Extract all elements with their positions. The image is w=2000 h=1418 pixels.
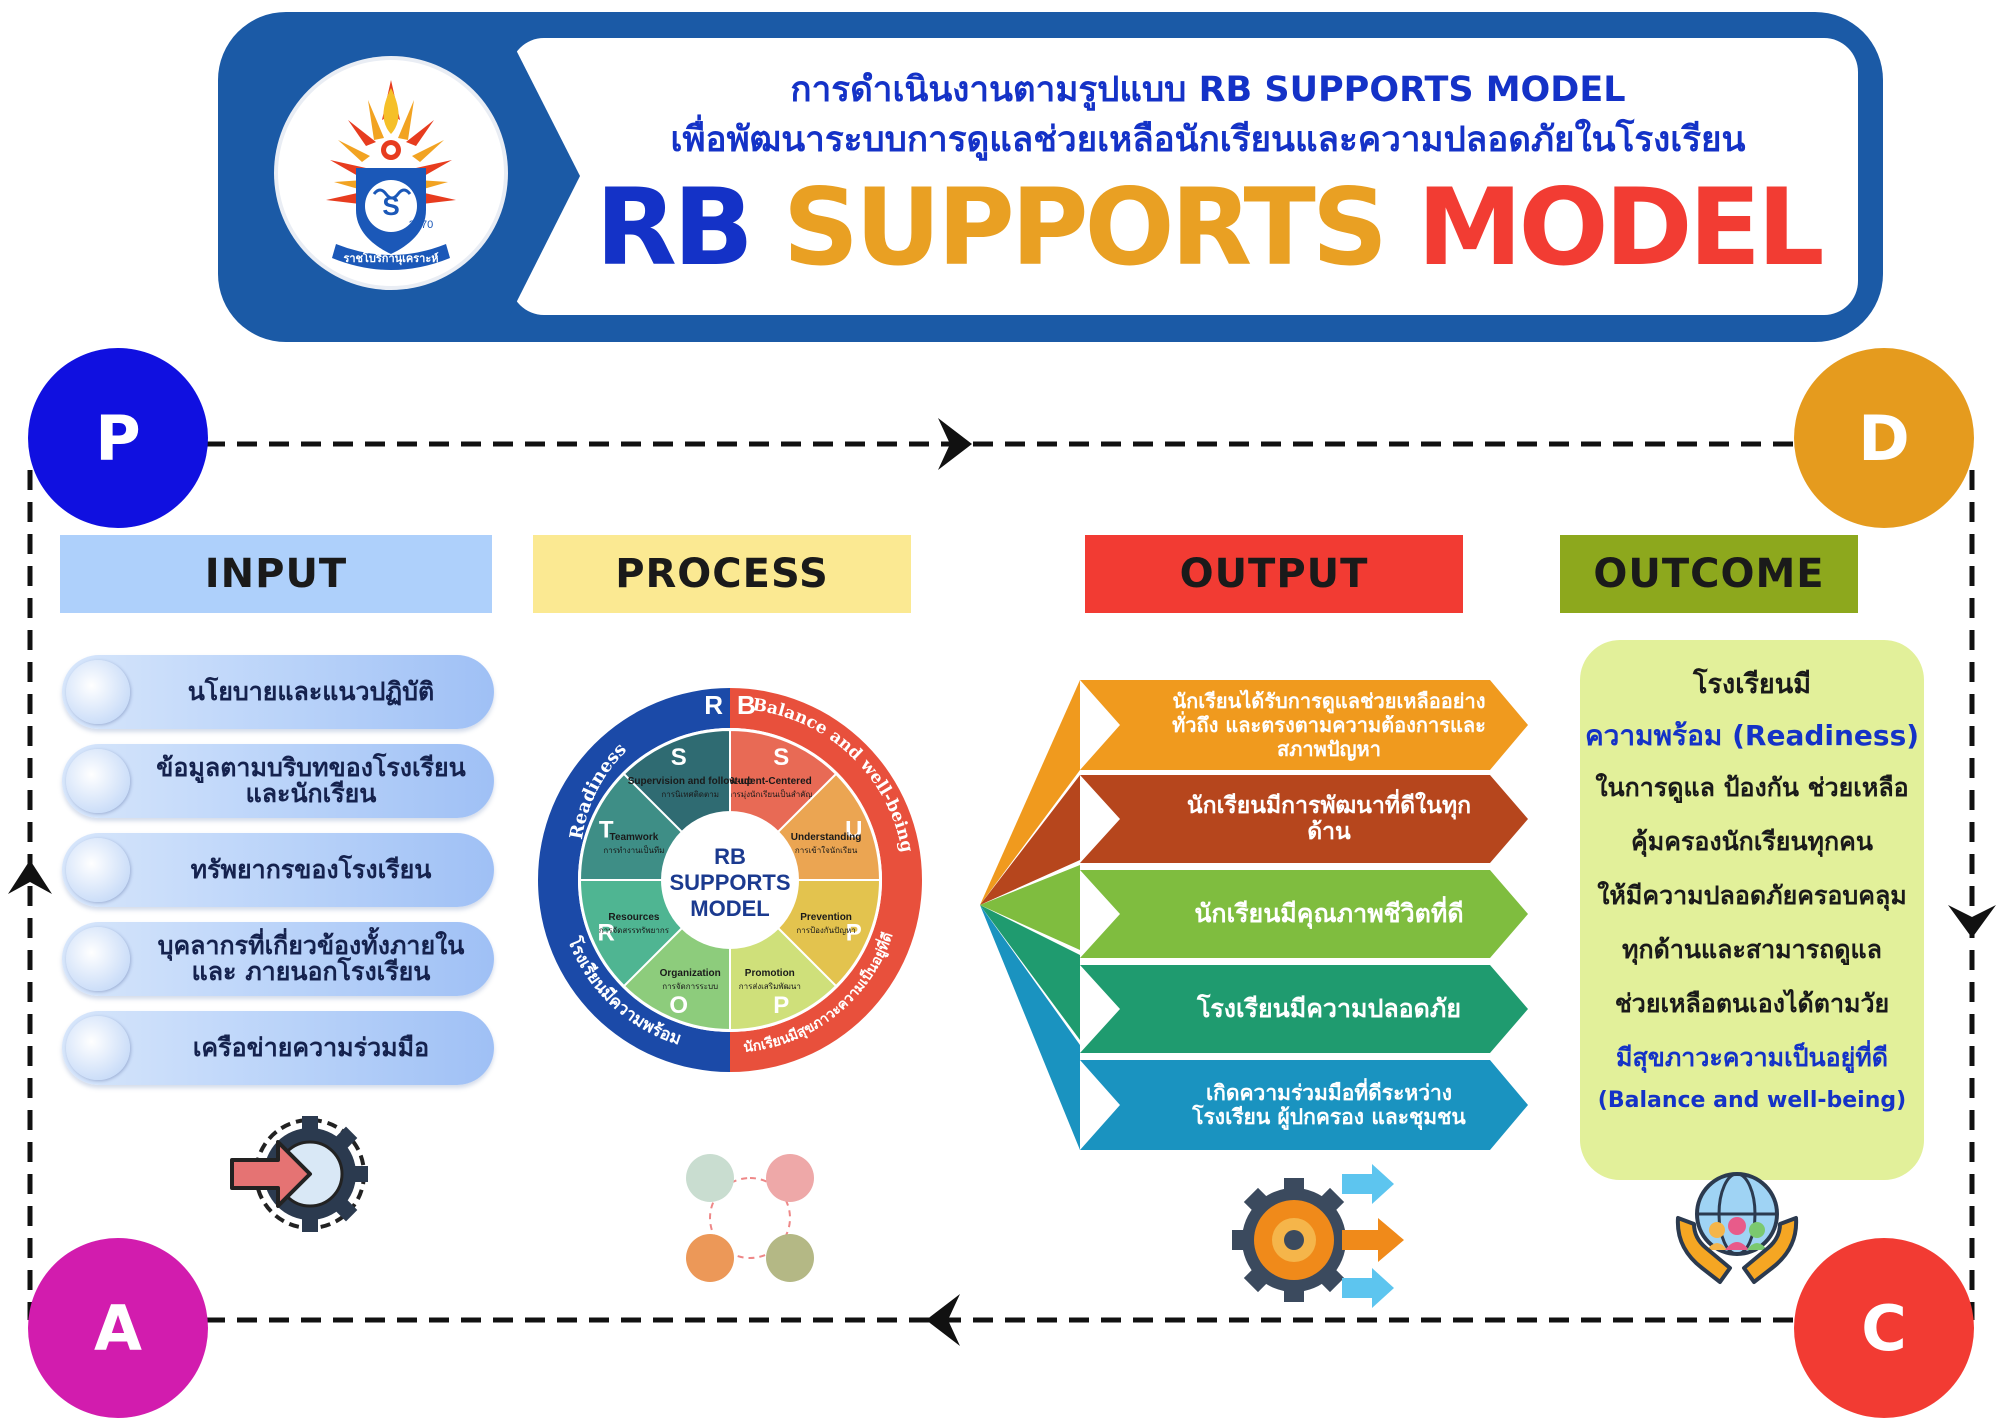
pdca-p: P bbox=[28, 348, 208, 528]
output-arrow: นักเรียนมีคุณภาพชีวิตที่ดี bbox=[1080, 870, 1528, 958]
header-title-line-1: การดำเนินงานตามรูปแบบ RB SUPPORTS MODEL bbox=[790, 70, 1626, 110]
outcome-line: คุ้มครองนักเรียนทุกคน bbox=[1631, 827, 1873, 856]
pill-knob bbox=[66, 660, 130, 724]
outcome-line: โรงเรียนมี bbox=[1693, 669, 1811, 700]
ring-letter-b: B bbox=[737, 690, 756, 720]
wheel-segment-th: การมุ่งนักเรียนเป็นสำคัญ bbox=[727, 789, 812, 799]
ring-letter-r: R bbox=[704, 690, 723, 720]
input-header: INPUT bbox=[60, 535, 492, 613]
output-arrow: นักเรียนมีการพัฒนาที่ดีในทุกด้าน bbox=[1080, 775, 1528, 863]
big-title-supports: SUPPORTS bbox=[782, 166, 1388, 289]
header-panel bbox=[510, 38, 1858, 315]
wheel-segment-th: การจัดสรรทรัพยากร bbox=[599, 926, 670, 935]
output-fan bbox=[980, 680, 1080, 1150]
wheel-segment-letter: O bbox=[669, 992, 688, 1019]
wheel-segment-en: Promotion bbox=[745, 968, 795, 979]
input-item: บุคลากรที่เกี่ยวข้องทั้งภายในและ ภายนอกโ… bbox=[62, 922, 494, 996]
wheel-segment-letter: S bbox=[671, 744, 687, 771]
wheel-center-line3: MODEL bbox=[690, 896, 769, 921]
wheel-segment-th: การป้องกันปัญหา bbox=[796, 926, 855, 935]
svg-text:2470: 2470 bbox=[409, 219, 433, 231]
big-title-rb: RB bbox=[595, 166, 753, 289]
wheel-segment-letter: R bbox=[598, 919, 615, 946]
process-header: PROCESS bbox=[533, 535, 911, 613]
wheel-segment-letter: S bbox=[773, 744, 789, 771]
wheel-segment-letter: T bbox=[599, 817, 614, 844]
output-arrow: นักเรียนได้รับการดูแลช่วยเหลืออย่างทั่วถ… bbox=[1080, 680, 1528, 770]
wheel-segment-en: Prevention bbox=[800, 912, 852, 923]
wheel-center-line2: SUPPORTS bbox=[669, 870, 790, 895]
wheel-segment-en: Understanding bbox=[791, 832, 862, 843]
svg-text:ราชโบริกานุเคราะห์: ราชโบริกานุเคราะห์ bbox=[343, 251, 438, 266]
rb-supports-wheel: S Student-Centered การมุ่งนักเรียนเป็นสำคั… bbox=[532, 682, 928, 1078]
wheel-segment-en: Student-Centered bbox=[728, 776, 812, 787]
wheel-segment-en: Teamwork bbox=[610, 832, 659, 843]
gear-arrows-output-icon bbox=[1232, 1164, 1404, 1308]
input-item: เครือข่ายความร่วมมือ bbox=[62, 1011, 494, 1085]
ring-balance bbox=[730, 688, 922, 1072]
arrow-up-icon bbox=[8, 860, 52, 894]
outcome-line: ทุกด้านและสามารถดูแล bbox=[1622, 935, 1882, 964]
pill-knob bbox=[66, 838, 130, 902]
wheel-segment-th: การเข้าใจนักเรียน bbox=[795, 846, 858, 855]
input-item: นโยบายและแนวปฏิบัติ bbox=[62, 655, 494, 729]
pdca-d: D bbox=[1794, 348, 1974, 528]
outcome-line: ในการดูแล ป้องกัน ช่วยเหลือ bbox=[1595, 773, 1909, 802]
wheel-center-line1: RB bbox=[714, 844, 746, 869]
wheel-segment-letter: U bbox=[845, 817, 862, 844]
wheel-segment-en: Organization bbox=[660, 968, 721, 979]
ring-readiness bbox=[538, 688, 730, 1072]
header-title-line-2: เพื่อพัฒนาระบบการดูแลช่วยเหลือนักเรียนแล… bbox=[670, 120, 1746, 160]
input-item: ทรัพยากรของโรงเรียน bbox=[62, 833, 494, 907]
big-title-model: MODEL bbox=[1417, 166, 1825, 289]
outcome-line: มีสุขภาวะความเป็นอยู่ที่ดี bbox=[1616, 1043, 1888, 1072]
outcome-box: โรงเรียนมี ความพร้อม (Readiness) ในการดู… bbox=[1580, 640, 1924, 1180]
pill-knob bbox=[66, 927, 130, 991]
arrow-down-icon bbox=[1948, 905, 1996, 938]
school-logo: S 2470 ราชโบริกานุเคราะห์ bbox=[278, 60, 504, 286]
outcome-line: ให้มีความปลอดภัยครอบคลุม bbox=[1597, 881, 1907, 910]
process-circles-icon bbox=[686, 1154, 814, 1282]
input-item: ข้อมูลตามบริบทของโรงเรียน และนักเรียน bbox=[62, 744, 494, 818]
output-header: OUTPUT bbox=[1085, 535, 1463, 613]
arrow-right-icon bbox=[938, 418, 972, 470]
gear-arrow-input-icon bbox=[230, 1116, 368, 1232]
wheel-segment-letter: P bbox=[846, 919, 862, 946]
arrow-left-icon bbox=[926, 1294, 960, 1346]
outcome-line: ความพร้อม (Readiness) bbox=[1584, 719, 1920, 752]
wheel-segment-th: การส่งเสริมพัฒนา bbox=[739, 982, 801, 991]
wheel-segment-th: การทำงานเป็นทีม bbox=[603, 845, 664, 855]
pdca-c: C bbox=[1794, 1238, 1974, 1418]
pill-knob bbox=[66, 1016, 130, 1080]
wheel-segment-en: Supervision and follow-up bbox=[628, 776, 753, 787]
outcome-line: ช่วยเหลือตนเองได้ตามวัย bbox=[1614, 989, 1890, 1018]
school-emblem-icon: S 2470 ราชโบริกานุเคราะห์ bbox=[326, 80, 456, 270]
pill-knob bbox=[66, 749, 130, 813]
wheel-segment-th: การจัดการระบบ bbox=[662, 982, 718, 991]
wheel-segment-th: การนิเทศติดตาม bbox=[661, 790, 719, 799]
wheel-segment-letter: P bbox=[773, 992, 789, 1019]
pdca-a: A bbox=[28, 1238, 208, 1418]
wheel-segment-en: Resources bbox=[608, 912, 660, 923]
output-arrow: โรงเรียนมีความปลอดภัย bbox=[1080, 965, 1528, 1053]
outcome-header: OUTCOME bbox=[1560, 535, 1858, 613]
hands-globe-people-icon bbox=[1675, 1172, 1799, 1284]
output-arrow: เกิดความร่วมมือที่ดีระหว่างโรงเรียน ผู้ป… bbox=[1080, 1060, 1528, 1150]
header-chevron bbox=[500, 38, 580, 315]
outcome-line: (Balance and well-being) bbox=[1597, 1088, 1907, 1113]
big-title: RB SUPPORTS MODEL bbox=[560, 168, 1856, 288]
